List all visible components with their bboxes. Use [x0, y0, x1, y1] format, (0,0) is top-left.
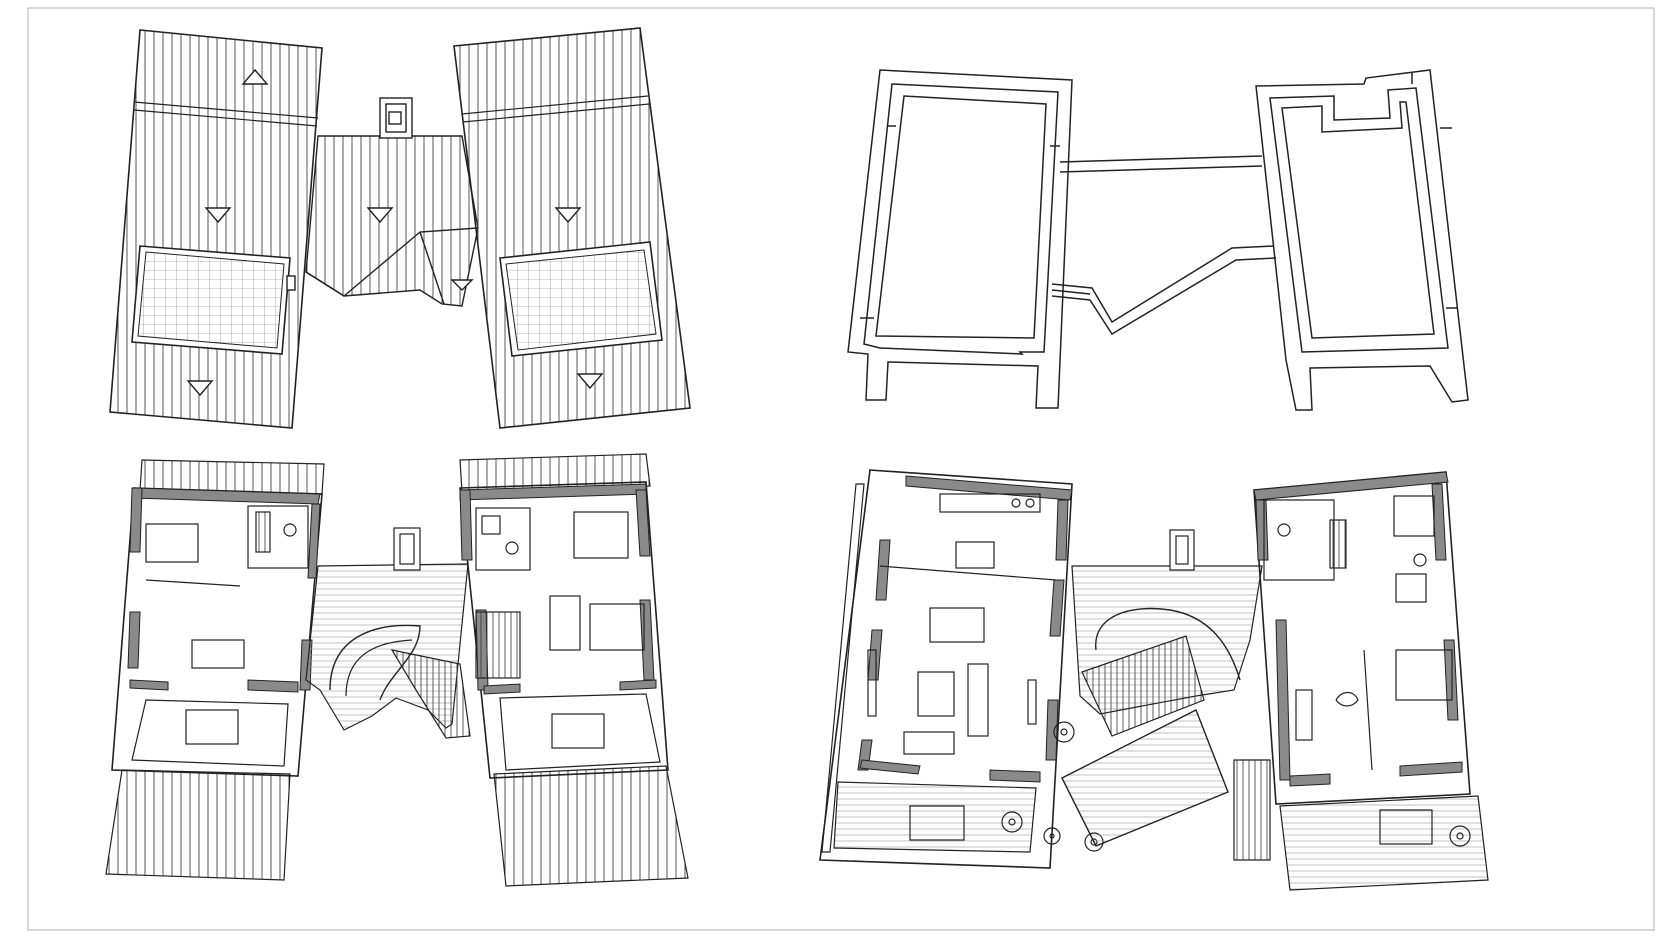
terrace-b-right — [1279, 795, 1489, 891]
spiral-stair — [1095, 607, 1241, 681]
slope-arrow-icon — [366, 207, 394, 224]
table — [191, 639, 245, 669]
dining-table — [929, 607, 985, 643]
walls — [857, 475, 1073, 783]
sheet-frame — [27, 7, 1655, 931]
deck-top-right — [459, 453, 651, 493]
roof-right-block — [453, 27, 691, 429]
roof-plan — [109, 27, 691, 429]
slope-arrow-icon — [241, 68, 269, 85]
bed — [1395, 649, 1453, 701]
plant-icon — [1449, 825, 1471, 847]
deck-bottom-left — [105, 769, 291, 881]
walls — [127, 487, 321, 693]
terrace-b-left — [833, 781, 1037, 853]
dining-table — [551, 713, 605, 749]
bed — [573, 511, 629, 559]
dining-table — [1379, 809, 1433, 845]
roof-center-connector — [305, 97, 479, 307]
spiral-stair — [329, 624, 421, 701]
house-b-left-shell — [819, 469, 1073, 869]
bed — [145, 523, 199, 563]
floor-plan-b — [819, 469, 1489, 891]
slope-arrow-icon — [186, 380, 214, 397]
bed — [589, 603, 645, 651]
wall-plan-right-building — [1255, 69, 1469, 411]
coffee-table — [917, 671, 955, 717]
slope-arrow-icon — [204, 207, 232, 224]
wall-plan — [847, 69, 1469, 411]
wall-plan-left-building — [847, 69, 1073, 409]
dining-table — [909, 805, 965, 841]
slope-arrow-icon — [576, 373, 604, 390]
deck-bottom-right — [493, 765, 689, 887]
roof-left-block — [109, 29, 323, 429]
dining-table — [185, 709, 239, 745]
slope-arrow-icon — [450, 279, 474, 291]
sofa — [903, 731, 955, 755]
walls — [1253, 471, 1463, 787]
wall-plan-center-link — [1051, 155, 1277, 336]
sofa — [967, 663, 989, 737]
house-a-left-shell — [111, 487, 323, 777]
kitchen-island — [955, 541, 995, 569]
floor-plan-a — [105, 453, 689, 887]
slope-arrow-icon — [554, 207, 582, 224]
